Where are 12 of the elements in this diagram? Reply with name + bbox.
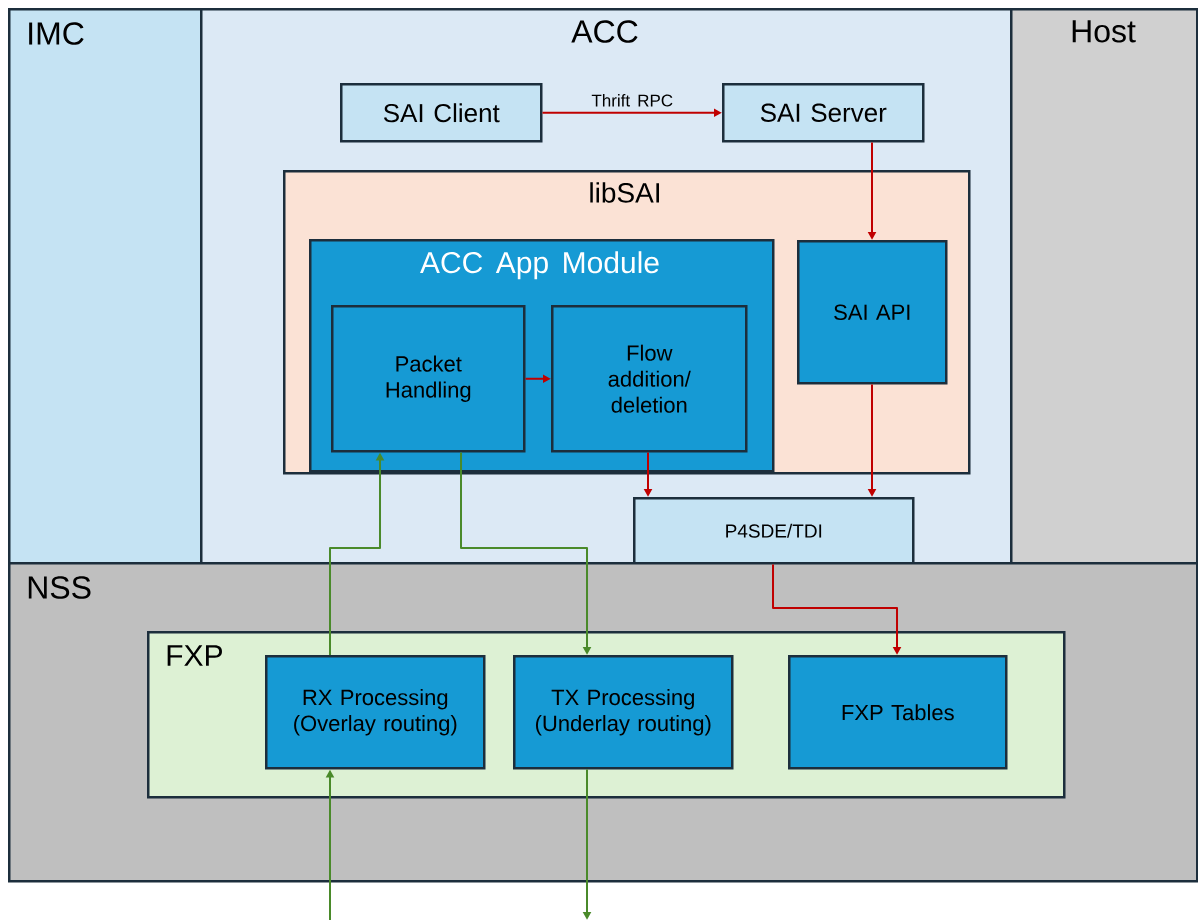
region-panel: Host bbox=[1010, 8, 1198, 565]
process-box: TX Processing (Underlay routing) bbox=[513, 655, 734, 770]
region-panel: IMC bbox=[8, 8, 203, 565]
process-box: Flow addition/ deletion bbox=[551, 305, 748, 453]
process-box: SAI Server bbox=[722, 83, 925, 143]
edge-label: Thrift RPC bbox=[590, 93, 675, 108]
process-box: P4SDE/TDI bbox=[633, 497, 915, 565]
process-box: FXP Tables bbox=[788, 655, 1008, 770]
process-box: Packet Handling bbox=[331, 305, 526, 453]
process-box: SAI Client bbox=[340, 83, 543, 143]
process-box: RX Processing (Overlay routing) bbox=[265, 655, 486, 770]
process-box: SAI API bbox=[797, 240, 948, 385]
